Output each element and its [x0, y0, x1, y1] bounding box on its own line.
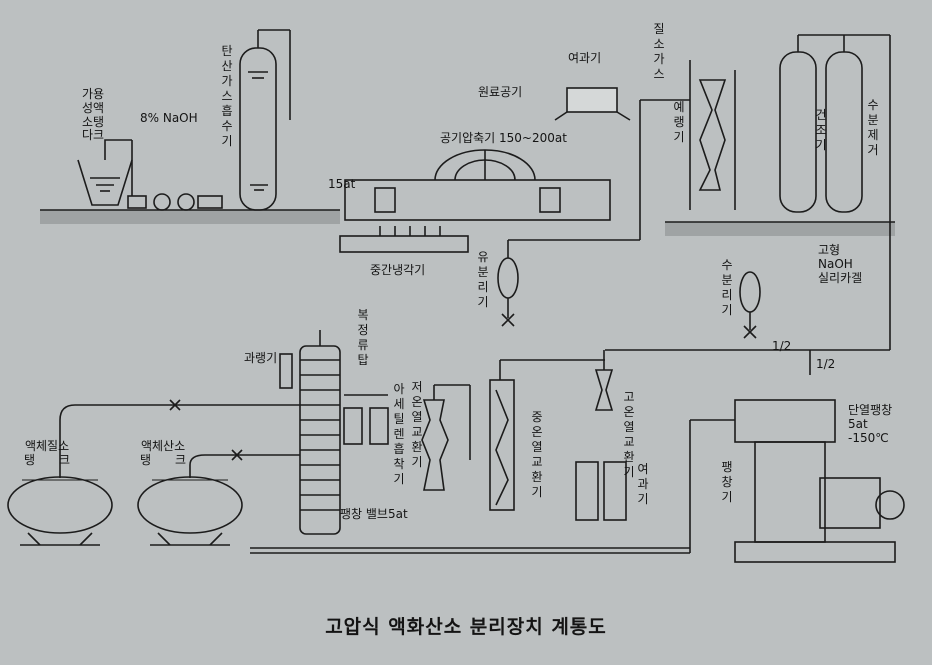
acetylene-adsorber-label: 아세틸렌흡착기 — [393, 382, 405, 486]
liquid-oxygen-tank-label-line-2: 탱 크 — [140, 452, 187, 467]
expander-label: 팽창기 — [721, 460, 733, 504]
mid-temp-hx-label: 중온열교환기 — [531, 410, 543, 499]
high-temp-hx-label: 고온열교환기 — [623, 390, 635, 479]
intercooler — [339, 226, 469, 253]
water-separator-label: 수분리기 — [721, 258, 733, 317]
ground-strip-left — [40, 210, 340, 224]
intercooler-label: 중간냉각기 — [370, 263, 426, 277]
expander — [734, 399, 905, 563]
dryer-columns — [779, 34, 891, 350]
mid-temp-heat-exchanger — [489, 359, 605, 511]
caustic-tank — [77, 139, 133, 206]
oil-separator — [497, 239, 640, 327]
expander-condition-line-2: 5at — [848, 416, 868, 431]
caustic-tank-label-line-2: 성액 — [82, 100, 105, 115]
expander-condition-line-3: -150℃ — [848, 430, 889, 445]
dryer-label: 건조기 — [815, 108, 827, 152]
filter-bottom — [575, 461, 627, 521]
ratio-label-b: 1/2 — [816, 357, 836, 371]
filter-top — [554, 87, 631, 121]
low-temp-heat-exchanger — [421, 384, 471, 491]
air-compressor — [344, 149, 611, 221]
water-removal-label: 수분제거 — [867, 98, 879, 157]
liquid-oxygen-tank — [137, 476, 243, 546]
low-temp-hx-label: 저온열교환기 — [411, 380, 423, 469]
caustic-pump — [127, 140, 223, 211]
diagram-caption: 고압식 액화산소 분리장치 계통도 — [325, 616, 607, 638]
raw-air-label: 원료공기 — [478, 85, 523, 99]
liquid-oxygen-tank-label: 액체산소 탱 크 — [140, 439, 187, 468]
expander-condition-line-1: 단열팽창 — [848, 403, 893, 417]
subcooler — [279, 353, 293, 389]
filter-bottom-label: 여과기 — [637, 462, 649, 506]
liquid-nitrogen-tank-label: 액체질소 탱 크 — [24, 439, 71, 468]
acetylene-adsorber — [343, 394, 389, 445]
expander-condition-label: 단열팽창 5at -150℃ — [848, 403, 893, 445]
water-separator — [739, 271, 761, 339]
solid-naoh-label-line-3: 실리카겔 — [818, 270, 863, 285]
pressure-15at-label: 15at — [328, 177, 356, 191]
liquid-oxygen-tank-label-line-1: 액체산소 — [140, 439, 186, 453]
caustic-tank-label: 가용 성액 소탱 다크 — [82, 87, 105, 143]
caustic-tank-label-line-3: 소탱 — [82, 114, 105, 129]
nitrogen-gas-label: 질소가스 — [653, 22, 665, 81]
compressor-label: 공기압축기 150~200at — [440, 131, 567, 145]
solid-naoh-label-line-1: 고형 — [818, 243, 841, 257]
subcooler-label: 과랭기 — [244, 351, 278, 365]
filter-top-label: 여과기 — [568, 51, 602, 65]
ground-strip-right — [665, 222, 895, 236]
expansion-valve-label: 팽창 밸브5at — [340, 507, 408, 521]
co2-absorber — [239, 29, 291, 211]
precooler — [639, 60, 736, 240]
oil-separator-label: 유분리기 — [477, 250, 489, 309]
rectifier-label: 복정류탑 — [357, 308, 369, 367]
liquid-nitrogen-tank — [7, 476, 113, 546]
solid-naoh-label-line-2: NaOH — [818, 256, 853, 271]
caustic-tank-label-line-4: 다크 — [82, 128, 105, 143]
caustic-tank-label-line-1: 가용 — [82, 87, 105, 101]
naoh-label: 8% NaOH — [140, 111, 198, 125]
double-rectifier-column — [299, 330, 341, 535]
liquid-nitrogen-tank-label-line-1: 액체질소 — [24, 439, 70, 453]
co2-absorber-label: 탄산가스흡수기 — [221, 44, 233, 148]
solid-naoh-label: 고형 NaOH 실리카겔 — [818, 243, 863, 285]
precooler-label: 예랭기 — [673, 100, 685, 144]
high-temp-heat-exchanger — [594, 350, 614, 411]
ratio-label-a: 1/2 — [772, 339, 792, 353]
liquid-nitrogen-tank-label-line-2: 탱 크 — [24, 452, 71, 467]
